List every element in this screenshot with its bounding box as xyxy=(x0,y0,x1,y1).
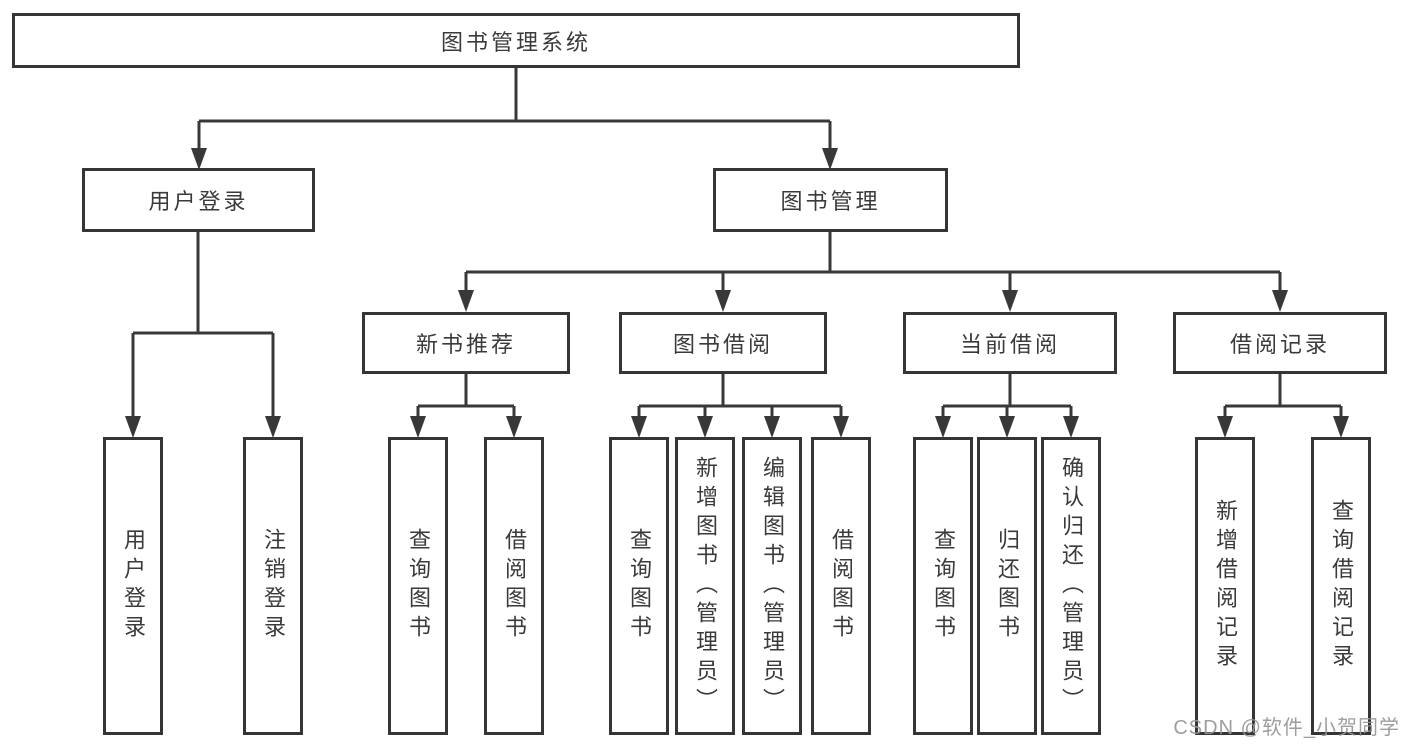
node-root-library-system: 图书管理系统 xyxy=(12,13,1020,68)
node-label: 确认归还（管理员） xyxy=(1059,455,1084,717)
node-new-book-recommendation: 新书推荐 xyxy=(362,312,570,374)
node-current-borrowing: 当前借阅 xyxy=(903,312,1117,374)
node-label: 注销登录 xyxy=(261,528,286,644)
node-borrowing-records: 借阅记录 xyxy=(1173,312,1387,374)
node-book-management: 图书管理 xyxy=(713,168,948,232)
node-label: 用户登录 xyxy=(148,189,249,214)
node-label: 新增借阅记录 xyxy=(1213,499,1238,673)
node-label: 编辑图书（管理员） xyxy=(760,455,785,717)
node-label: 查询借阅记录 xyxy=(1329,499,1354,673)
connector-new-book-split xyxy=(410,374,522,438)
leaf-add-borrow-record: 新增借阅记录 xyxy=(1195,437,1255,735)
connector-borrow-record-split xyxy=(1217,374,1349,438)
leaf-user-login: 用户登录 xyxy=(103,437,163,735)
leaf-borrow-books-borrowing: 借阅图书 xyxy=(811,437,871,735)
node-label: 用户登录 xyxy=(121,528,146,644)
node-user-login: 用户登录 xyxy=(82,168,315,232)
node-label: 图书借阅 xyxy=(672,332,773,357)
connector-current-borrow-split xyxy=(935,374,1079,438)
leaf-return-books: 归还图书 xyxy=(977,437,1037,735)
node-label: 查询图书 xyxy=(931,528,956,644)
connector-user-login-split xyxy=(125,232,281,438)
node-book-borrowing: 图书借阅 xyxy=(619,312,827,374)
node-label: 图书管理 xyxy=(780,189,881,214)
leaf-add-books-admin: 新增图书（管理员） xyxy=(675,437,735,735)
node-label: 归还图书 xyxy=(995,528,1020,644)
connector-book-borrow-split xyxy=(631,374,849,438)
connector-book-management-split xyxy=(458,232,1288,312)
leaf-edit-books-admin: 编辑图书（管理员） xyxy=(742,437,802,735)
node-label: 查询图书 xyxy=(406,528,431,644)
node-label: 当前借阅 xyxy=(959,332,1060,357)
connector-root-split xyxy=(191,68,838,170)
node-label: 新增图书（管理员） xyxy=(693,455,718,717)
leaf-query-books-borrowing: 查询图书 xyxy=(609,437,669,735)
leaf-logout: 注销登录 xyxy=(243,437,303,735)
leaf-query-books-recommend: 查询图书 xyxy=(388,437,448,735)
node-label: 借阅记录 xyxy=(1229,332,1330,357)
leaf-confirm-return-admin: 确认归还（管理员） xyxy=(1041,437,1101,735)
csdn-watermark: CSDN @软件_小贺同学 xyxy=(1173,717,1400,739)
leaf-query-borrow-record: 查询借阅记录 xyxy=(1311,437,1371,735)
node-label: 借阅图书 xyxy=(502,528,527,644)
leaf-borrow-books-recommend: 借阅图书 xyxy=(484,437,544,735)
node-label: 查询图书 xyxy=(627,528,652,644)
node-label: 新书推荐 xyxy=(415,332,516,357)
node-label: 图书管理系统 xyxy=(440,29,591,55)
leaf-query-books-current: 查询图书 xyxy=(913,437,973,735)
node-label: 借阅图书 xyxy=(829,528,854,644)
